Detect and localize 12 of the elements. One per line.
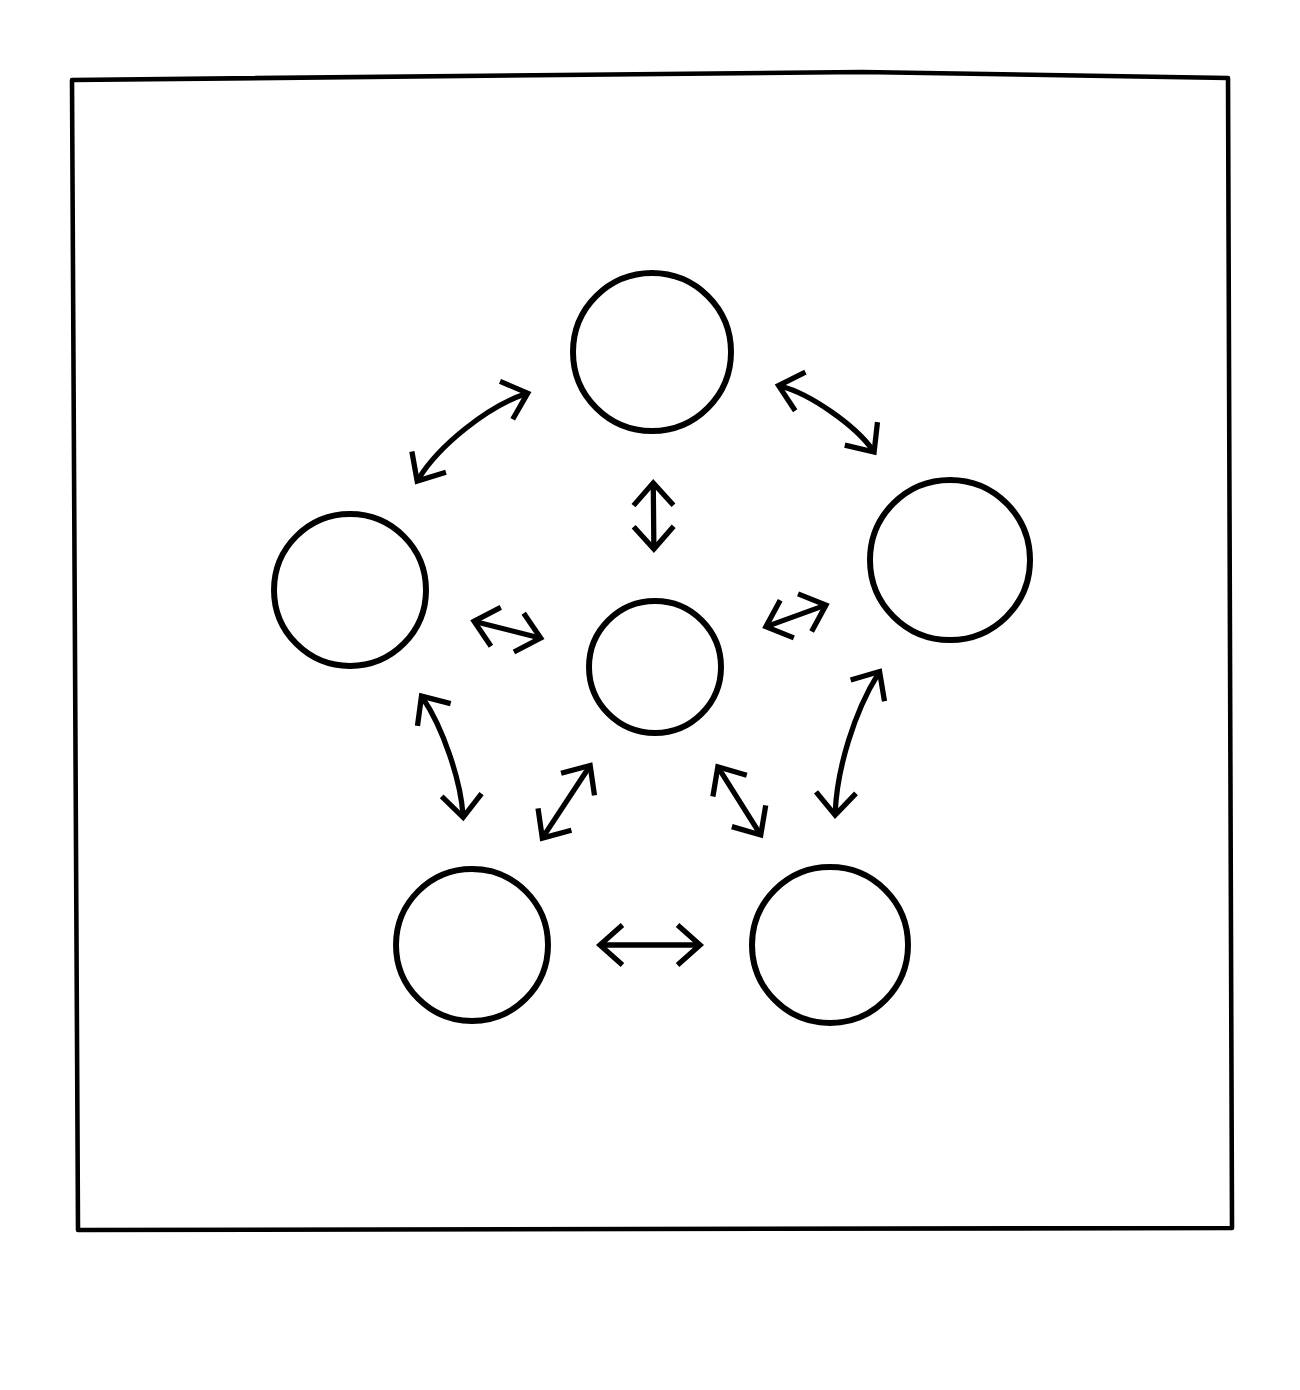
circle-node [749,864,911,1026]
circle-node [867,477,1033,643]
double-arrow [814,668,888,820]
double-arrow [596,923,705,967]
double-arrow [409,378,532,485]
double-arrow [774,369,881,456]
circle-node [570,270,734,434]
circle-node [393,866,551,1024]
double-arrow [414,692,484,822]
double-arrow [535,762,598,842]
circle-node [271,511,429,669]
circle-node [586,598,724,736]
